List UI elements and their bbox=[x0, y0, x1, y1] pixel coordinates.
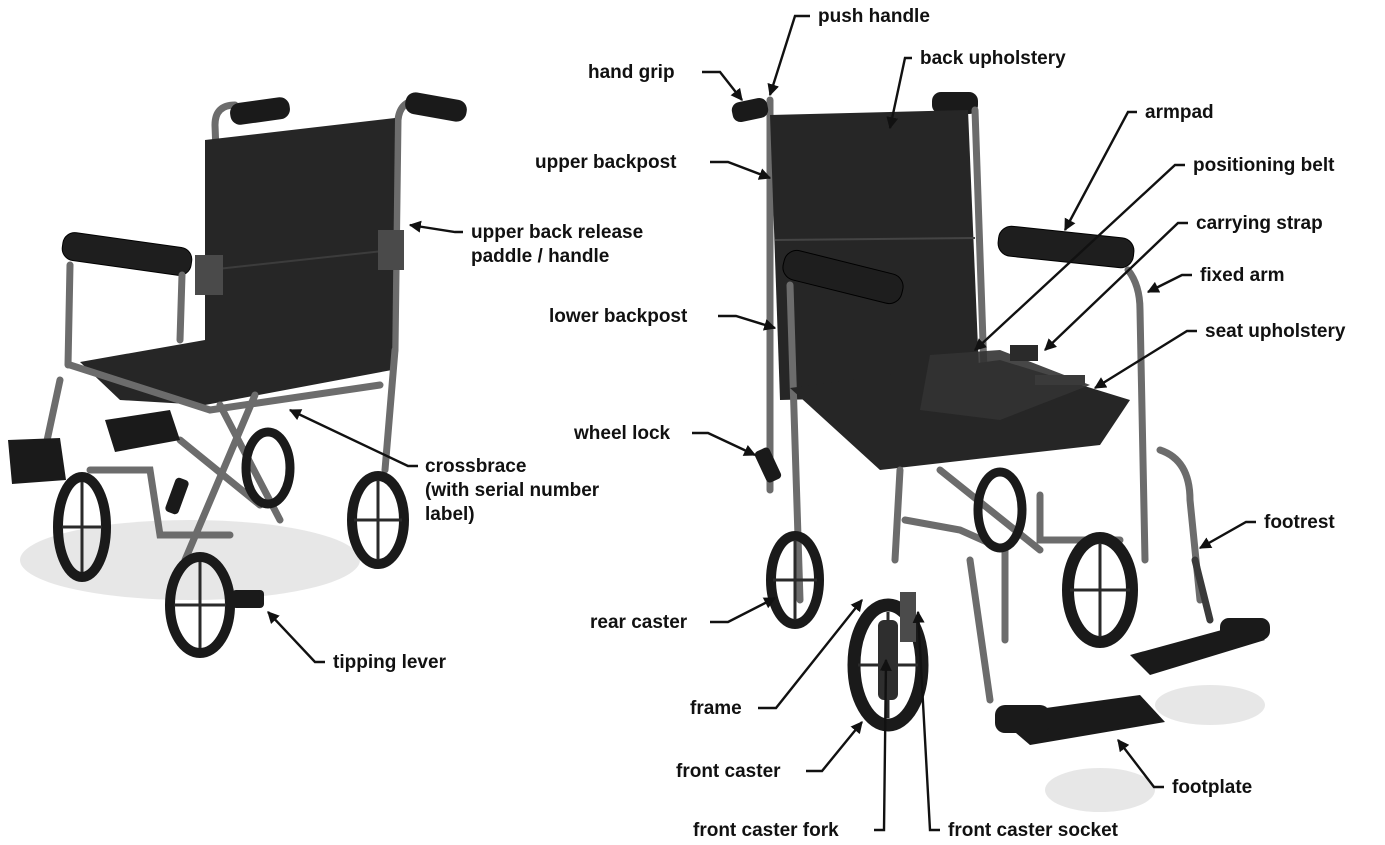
label-front-caster-fork: front caster fork bbox=[693, 820, 839, 841]
leader-hand-grip bbox=[702, 72, 742, 100]
rear-view-wheel bbox=[170, 557, 230, 653]
label-crossbrace-line2: (with serial number bbox=[425, 480, 600, 501]
label-upper-back-release: upper back release bbox=[471, 222, 643, 243]
label-upper-back-release-line2: paddle / handle bbox=[471, 246, 609, 267]
label-footplate: footplate bbox=[1172, 777, 1252, 798]
label-tipping-lever: tipping lever bbox=[333, 652, 447, 673]
front-view-wheel bbox=[1068, 538, 1132, 642]
leader-armpad bbox=[1065, 112, 1137, 230]
label-carrying-strap: carrying strap bbox=[1196, 213, 1323, 234]
label-front-caster: front caster bbox=[676, 761, 781, 782]
front-view-wheel bbox=[771, 536, 819, 624]
rear-view-wheelchair-illustration bbox=[8, 91, 468, 653]
leader-seat-upholstery bbox=[1095, 331, 1197, 388]
leader-push-handle bbox=[770, 16, 810, 95]
label-rear-caster: rear caster bbox=[590, 612, 688, 633]
label-upper-backpost: upper backpost bbox=[535, 152, 677, 173]
label-front-caster-socket: front caster socket bbox=[948, 820, 1119, 841]
leader-tipping-lever bbox=[268, 612, 325, 662]
leader-upper-backpost bbox=[710, 162, 770, 178]
leader-front-caster bbox=[806, 722, 862, 771]
label-seat-upholstery: seat upholstery bbox=[1205, 321, 1346, 342]
leader-fixed-arm bbox=[1148, 275, 1192, 292]
leader-rear-caster bbox=[710, 598, 775, 622]
label-crossbrace-line3: label) bbox=[425, 504, 475, 525]
leader-lower-backpost bbox=[718, 316, 775, 328]
label-crossbrace: crossbrace bbox=[425, 456, 526, 477]
leader-upper-back-release bbox=[410, 225, 463, 232]
rear-view-wheel bbox=[352, 476, 404, 564]
leader-wheel-lock bbox=[692, 433, 755, 455]
rear-view-wheel bbox=[58, 477, 106, 577]
leader-crossbrace bbox=[290, 410, 418, 466]
front-view-wheelchair-illustration bbox=[730, 92, 1270, 812]
label-frame: frame bbox=[690, 698, 742, 719]
label-hand-grip: hand grip bbox=[588, 62, 675, 83]
label-armpad: armpad bbox=[1145, 102, 1214, 123]
label-back-upholstery: back upholstery bbox=[920, 48, 1066, 69]
label-positioning-belt: positioning belt bbox=[1193, 155, 1335, 176]
label-fixed-arm: fixed arm bbox=[1200, 265, 1284, 286]
leader-footrest bbox=[1200, 522, 1256, 548]
label-push-handle: push handle bbox=[818, 6, 930, 27]
label-lower-backpost: lower backpost bbox=[549, 306, 688, 327]
label-footrest: footrest bbox=[1264, 512, 1335, 533]
label-wheel-lock: wheel lock bbox=[573, 423, 671, 444]
